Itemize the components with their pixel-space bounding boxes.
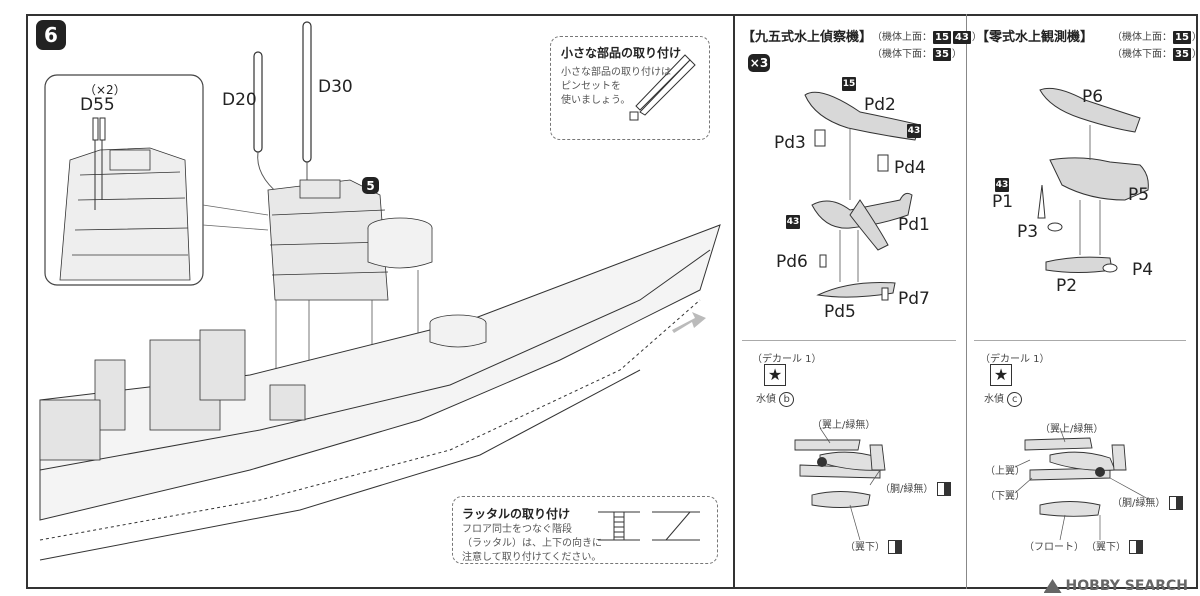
tweezers-drawing <box>629 54 696 121</box>
type95-lower-codes: （機体下面：35） <box>872 48 962 61</box>
part-label-p4: P4 <box>1132 260 1154 280</box>
part-label-p3: P3 <box>1017 222 1039 242</box>
ship-assembly-drawing <box>39 21 721 561</box>
type95-title: 【九五式水上偵察機】 <box>742 30 873 45</box>
type0-upper-codes: （機体上面：15） <box>1112 31 1200 44</box>
inset-quantity-label: （×2） <box>84 83 126 97</box>
type95-decal-star-icon: ★ <box>764 364 786 386</box>
d55-ladder-parts <box>92 117 106 210</box>
type0-callout-body: （胴/緑無） <box>1112 494 1183 510</box>
section-divider-aircraft <box>966 14 967 589</box>
type0-callout-wing-bottom: （翼下） <box>1086 538 1144 554</box>
type0-callout-wing-top: （翼上/緑無） <box>1040 424 1104 435</box>
part-label-pd2: Pd2 <box>864 95 896 115</box>
hull-drawing <box>39 224 721 561</box>
tip-ladder-title: ラッタルの取り付け <box>462 507 571 521</box>
part-label-pd7: Pd7 <box>898 289 930 309</box>
direction-arrow <box>672 312 706 333</box>
tip-small-parts-text: 小さな部品の取り付けは ピンセットを 使いましょう。 <box>561 67 671 106</box>
step-number-badge: 6 <box>36 20 66 50</box>
part-label-pd3: Pd3 <box>774 133 806 153</box>
inset-box <box>44 74 204 286</box>
type0-title: 【零式水上観測機】 <box>976 30 1094 45</box>
part-label-p1: P1 <box>992 192 1014 212</box>
type0-callout-float: （フロート） <box>1024 542 1084 553</box>
type0-section-rule <box>974 340 1186 341</box>
type95-callout-wing-top: （翼上/緑無） <box>812 420 876 431</box>
type95-callout-body: （胴/緑無） <box>880 480 951 496</box>
instruction-frame <box>26 14 1198 589</box>
type0-lower-codes: （機体下面：35） <box>1112 48 1200 61</box>
type95-paint-43-wing: 43 <box>907 124 921 138</box>
part-label-pd4: Pd4 <box>894 158 926 178</box>
part-label-p6: P6 <box>1082 87 1104 107</box>
part-label-pd5: Pd5 <box>824 302 856 322</box>
tip-ladder-text: フロア同士をつなぐ階段 （ラッタル）は、上下の向きに 注意して取り付けてください… <box>462 524 602 563</box>
type95-decal-letter: b <box>779 392 795 407</box>
quantity-multiplier-badge: ×3 <box>748 54 770 72</box>
type0-paint-43: 43 <box>995 178 1009 192</box>
type95-callout-wing-bottom: （翼下） <box>845 538 903 554</box>
part-label-d20: D20 <box>222 90 257 110</box>
type95-section-rule <box>742 340 956 341</box>
watermark: HOBBY SEARCH <box>1043 578 1188 594</box>
part-label-d30: D30 <box>318 77 353 97</box>
sub-step-badge: 5 <box>362 177 379 194</box>
aft-superstructure-drawing <box>39 329 306 461</box>
section-divider-main <box>733 14 735 589</box>
tip-ladder-box <box>452 496 718 564</box>
type95-decal-name: 水偵 b <box>756 390 795 407</box>
part-label-pd6: Pd6 <box>776 252 808 272</box>
part-label-p2: P2 <box>1056 276 1078 296</box>
ladder-tip-drawing <box>598 511 700 541</box>
type0-callout-upper-wing: （上翼） <box>985 466 1025 477</box>
type95-paint-15: 15 <box>842 77 856 91</box>
part-label-p5: P5 <box>1128 185 1150 205</box>
hobby-search-logo-icon <box>1043 579 1062 593</box>
type0-decal-star-icon: ★ <box>990 364 1012 386</box>
type0-decal-label: （デカール 1） <box>980 354 1050 365</box>
type0-decal-name: 水偵 c <box>984 390 1023 407</box>
bridge-tower-drawing <box>267 179 389 301</box>
type95-paint-43-body: 43 <box>786 215 800 229</box>
part-label-d55: D55 <box>80 95 115 115</box>
part-label-pd1: Pd1 <box>898 215 930 235</box>
turret-drawing <box>367 217 433 269</box>
inset-bridge-drawing <box>59 147 191 281</box>
tip-small-parts-box <box>550 36 710 140</box>
type0-callout-lower-wing: （下翼） <box>985 491 1025 502</box>
type95-decal-label: （デカール 1） <box>752 354 822 365</box>
tip-small-parts-title: 小さな部品の取り付け <box>561 46 682 60</box>
type0-decal-letter: c <box>1007 392 1023 407</box>
